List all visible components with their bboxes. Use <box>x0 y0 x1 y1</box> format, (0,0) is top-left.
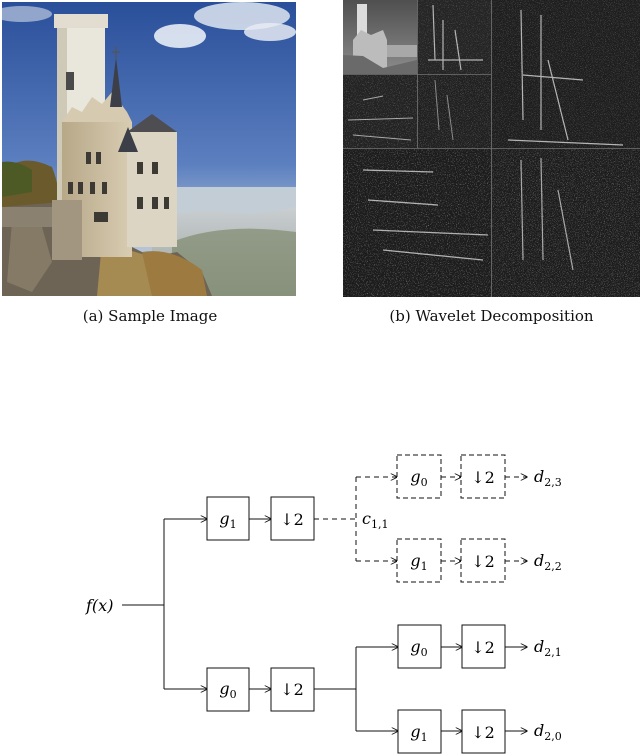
caption-sample-image: (a) Sample Image <box>82 307 218 325</box>
top-g1-filter-box <box>206 496 250 541</box>
top-downsample-label: ↓2 <box>280 510 304 529</box>
level1-detail-subbands <box>343 0 640 297</box>
castle-photo <box>0 2 296 296</box>
level2-detail-subbands <box>343 0 491 148</box>
dashed-g1-label: g1 <box>410 551 427 573</box>
output-d21-label: d2,1 <box>534 637 562 659</box>
solid-g0-filter-box <box>397 624 442 669</box>
dashed-g0-filter-box <box>396 454 442 499</box>
input-signal-label: f(x) <box>85 596 113 615</box>
solid-g0-label: g0 <box>410 637 427 659</box>
bottom-g0-label: g0 <box>219 679 236 701</box>
bottom-g0-filter-box <box>206 667 250 712</box>
caption-wavelet-decomposition: (b) Wavelet Decomposition <box>389 307 594 325</box>
top-g1-label: g1 <box>219 509 236 531</box>
dashed-downsample-label-2: ↓2 <box>471 552 495 571</box>
output-d23-label: d2,3 <box>534 467 562 489</box>
dashed-g0-label: g0 <box>410 467 427 489</box>
sample-image <box>0 2 296 296</box>
bottom-downsample-box <box>270 667 315 712</box>
bottom-downsample-label: ↓2 <box>280 680 304 699</box>
intermediate-coefficient-label: c1,1 <box>362 509 388 531</box>
approx-subband <box>343 0 417 74</box>
output-d22-label: d2,2 <box>534 551 562 573</box>
solid-downsample-box-2 <box>461 709 506 754</box>
top-downsample-box <box>270 496 315 541</box>
solid-downsample-label-2: ↓2 <box>471 723 495 742</box>
dashed-g1-filter-box <box>396 538 442 583</box>
dashed-downsample-box-1 <box>460 454 506 499</box>
solid-g1-filter-box <box>397 709 442 754</box>
solid-g1-label: g1 <box>410 722 427 744</box>
wavelet-decomposition <box>343 0 640 297</box>
solid-downsample-label-1: ↓2 <box>471 638 495 657</box>
wavelet-subbands <box>343 0 640 297</box>
dashed-downsample-box-2 <box>460 538 506 583</box>
output-d20-label: d2,0 <box>534 721 562 743</box>
solid-downsample-box-1 <box>461 624 506 669</box>
dashed-downsample-label-1: ↓2 <box>471 468 495 487</box>
